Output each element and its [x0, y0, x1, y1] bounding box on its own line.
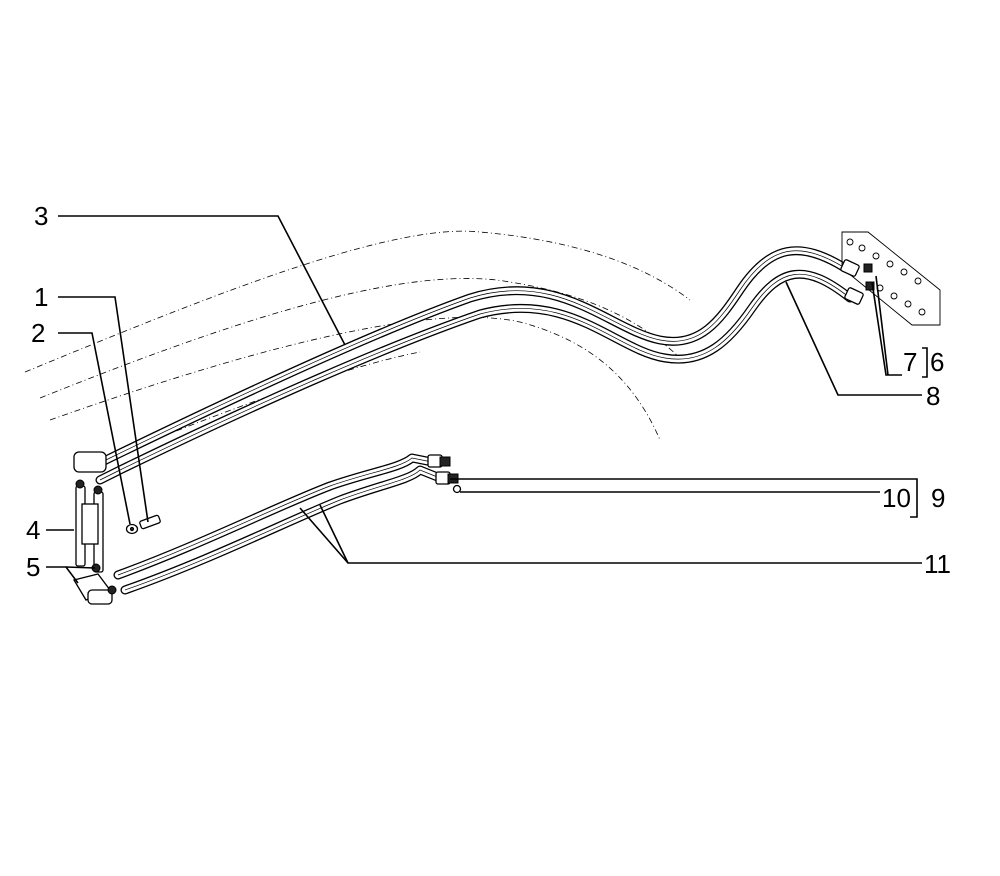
upper-hose-pair [85, 246, 855, 485]
callout-2: 2 [31, 318, 45, 348]
leader-11 [299, 507, 922, 564]
control-valve-bank [840, 231, 941, 326]
leader-lines [46, 215, 928, 584]
lower-hose-pair [113, 453, 445, 595]
leader-7 [871, 281, 902, 376]
callout-7: 7 [903, 347, 917, 377]
callout-4: 4 [26, 515, 40, 545]
callout-9: 9 [931, 483, 945, 513]
leader-8 [785, 281, 922, 396]
washer-and-bolt [125, 514, 161, 535]
leader-1 [58, 296, 149, 523]
leader-3 [58, 215, 346, 346]
leader-5 [46, 566, 79, 584]
callout-5: 5 [26, 552, 40, 582]
callout-1: 1 [34, 282, 48, 312]
machine-outline-phantom [24, 230, 691, 471]
leader-2 [58, 332, 131, 525]
leader-9 [450, 478, 918, 518]
callout-8: 8 [926, 381, 940, 411]
leader-6-bracket [922, 347, 928, 378]
callout-11: 11 [924, 549, 951, 579]
callout-10: 10 [882, 483, 911, 513]
callout-labels: 3 1 2 4 5 7 6 8 10 9 11 [26, 201, 951, 582]
callout-6: 6 [930, 347, 944, 377]
callout-3: 3 [34, 201, 48, 231]
left-manifold-block [72, 451, 117, 605]
